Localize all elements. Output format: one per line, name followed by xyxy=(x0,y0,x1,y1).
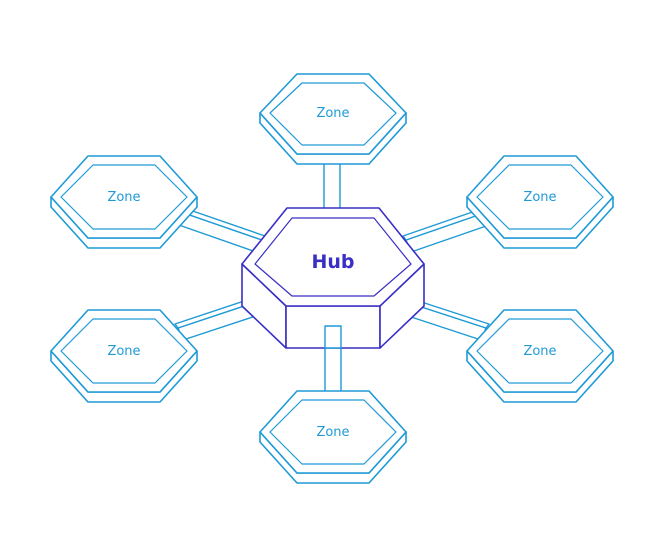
zone-node-top: Zone xyxy=(259,73,407,165)
zone-label: Zone xyxy=(523,344,556,359)
zone-node-bottom: Zone xyxy=(259,390,407,484)
zone-node-lower-right: Zone xyxy=(466,309,614,403)
zone-label: Zone xyxy=(523,190,556,205)
zone-label: Zone xyxy=(107,344,140,359)
hub-label: Hub xyxy=(311,251,354,273)
zone-node-upper-right: Zone xyxy=(466,155,614,249)
connector-bottom-front xyxy=(324,325,342,349)
zone-label: Zone xyxy=(107,190,140,205)
zone-label: Zone xyxy=(316,425,349,440)
zone-node-upper-left: Zone xyxy=(50,155,198,249)
zone-label: Zone xyxy=(316,106,349,121)
zone-node-lower-left: Zone xyxy=(50,309,198,403)
